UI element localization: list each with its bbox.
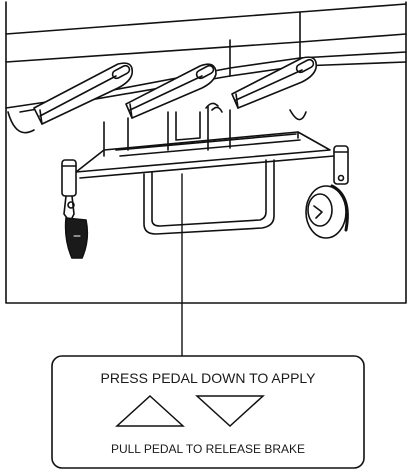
apply-instruction-text: PRESS PEDAL DOWN TO APPLY — [101, 370, 317, 386]
brake-pedal-right — [231, 56, 318, 109]
release-instruction-text: PULL PEDAL TO RELEASE BRAKE — [111, 442, 305, 456]
left-rear-wheel — [7, 111, 35, 134]
brake-pedal-left — [33, 62, 134, 125]
stretcher-illustration — [5, 1, 407, 357]
brake-linkage — [103, 102, 231, 151]
brake-pedal-center — [125, 63, 217, 119]
stretcher-deck — [5, 3, 407, 113]
base-frame — [75, 131, 335, 179]
down-triangle-icon — [195, 395, 265, 428]
label-box — [51, 355, 365, 469]
illustration-frame — [5, 1, 407, 304]
up-triangle-icon — [115, 394, 185, 427]
left-caster — [61, 159, 89, 259]
brake-instruction-label: PRESS PEDAL DOWN TO APPLY PULL PEDAL TO … — [51, 355, 365, 469]
right-caster — [305, 145, 349, 239]
foot-pedal-bar — [143, 159, 275, 235]
